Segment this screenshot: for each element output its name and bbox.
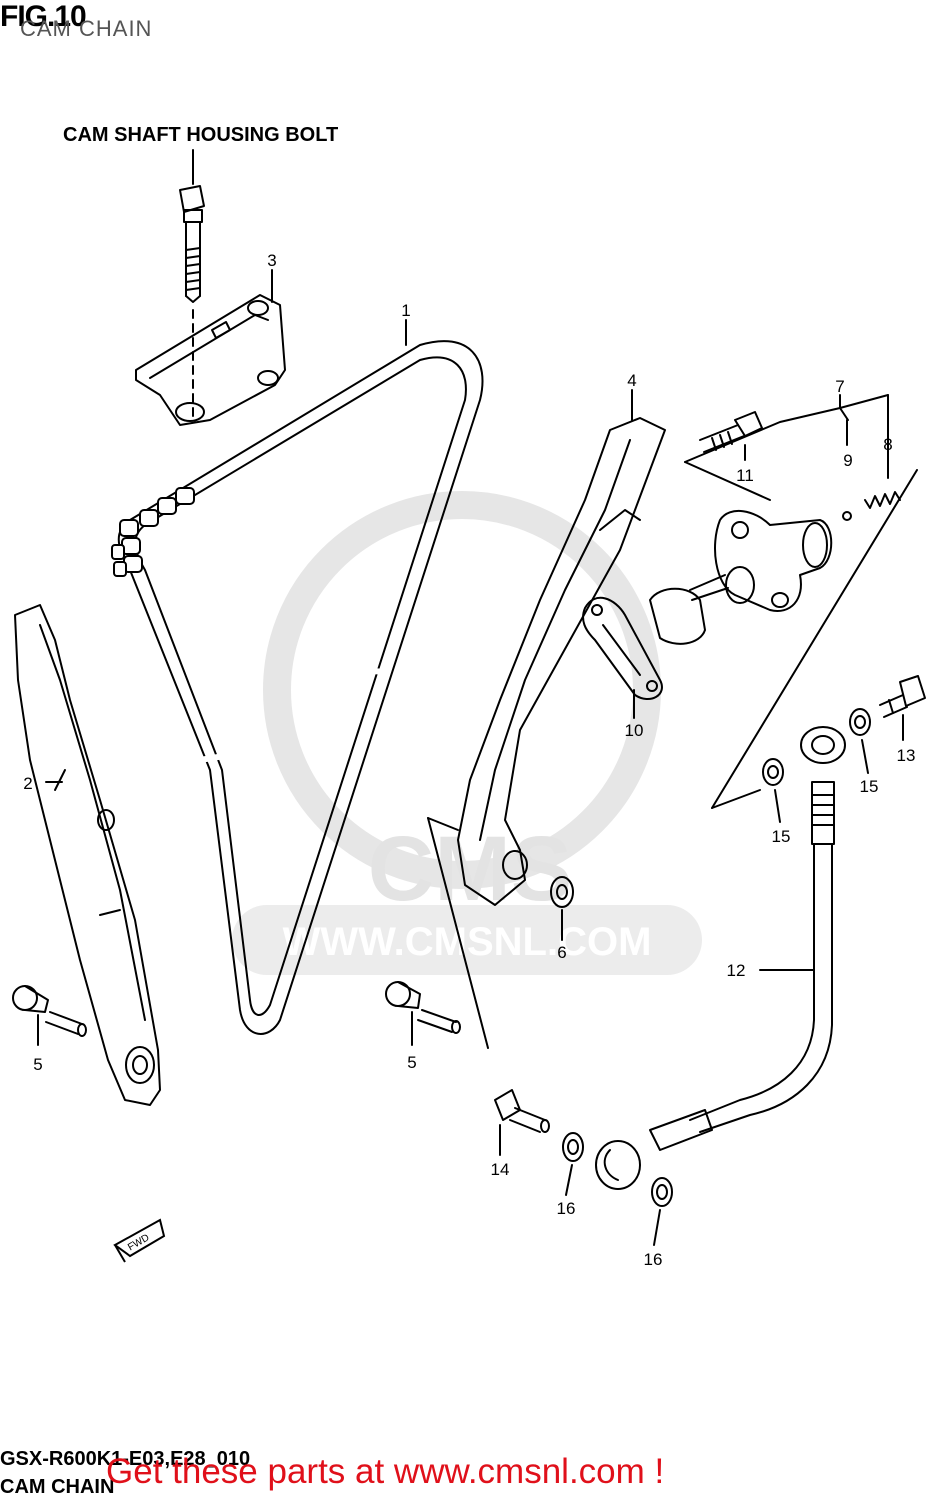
hose-bolt	[494, 1089, 550, 1133]
leader-15a	[861, 739, 869, 774]
part-label-16b: 16	[644, 1250, 663, 1269]
figure-subtitle: CAM CHAIN	[20, 16, 153, 41]
assembly-line-tensioner-right	[711, 469, 918, 809]
part-label-1: 1	[401, 301, 410, 320]
part-label-7: 7	[835, 377, 844, 396]
tensioner-ball	[842, 419, 852, 521]
hose-gasket-upper	[562, 1132, 584, 1162]
guide-washer	[550, 876, 574, 908]
part-label-2: 2	[23, 774, 32, 793]
watermark-ring	[263, 491, 661, 889]
model-code: GSX-R600K1-E03,E28_010	[0, 1448, 251, 1470]
part-label-15a: 15	[860, 777, 879, 796]
cam-chain-guide-bracket	[135, 294, 286, 426]
hose-gasket-lower	[651, 1177, 673, 1207]
assembly-line-tensioner-bottom	[711, 789, 761, 809]
leader-16b	[653, 1209, 661, 1246]
part-label-11: 11	[736, 466, 754, 485]
parts-diagram: CMS WWW.CMSNL.COM	[12, 124, 926, 1269]
assembly-line-tensioner-guide	[427, 817, 489, 1049]
watermark-url-band	[232, 905, 702, 975]
part-label-10: 10	[625, 721, 644, 740]
part-label-3: 3	[267, 251, 276, 270]
part-label-4: 4	[627, 371, 636, 390]
gasket-lower	[762, 758, 784, 786]
part-label-5a: 5	[33, 1055, 42, 1074]
part-label-13: 13	[897, 746, 916, 765]
part-number-labels: 1 2 3 4 5 5 6 7 8 9 10 11 12 13 14 15 15…	[23, 251, 915, 1269]
cam-chain-tensioner-guide	[457, 417, 666, 906]
section-name: CAM CHAIN	[0, 1476, 115, 1498]
part-label-16a: 16	[557, 1199, 576, 1218]
camshaft-housing-bolt	[179, 149, 205, 421]
forward-arrow: FWD	[113, 1218, 166, 1263]
part-label-5b: 5	[407, 1053, 416, 1072]
tensioner-spring	[864, 394, 901, 509]
part-label-12: 12	[727, 961, 746, 980]
guide-bolt-left	[12, 985, 87, 1037]
watermark: CMS WWW.CMSNL.COM	[232, 491, 702, 975]
part-label-15b: 15	[772, 827, 791, 846]
cam-chain-tensioner-adjuster	[649, 509, 833, 645]
figure-number: FIG.10	[0, 0, 87, 33]
watermark-url: WWW.CMSNL.COM	[283, 920, 652, 964]
callout-heading: CAM SHAFT HOUSING BOLT	[63, 124, 338, 146]
union-bolt	[879, 675, 926, 718]
watermark-brand: CMS	[368, 818, 572, 920]
part-label-9: 9	[843, 451, 852, 470]
cam-chain-guide	[14, 604, 161, 1106]
chain-links	[111, 487, 195, 577]
leader-15b	[774, 789, 781, 823]
guide-bolt-right	[385, 981, 461, 1034]
cam-chain	[111, 340, 484, 1035]
assembly-line-tensioner-guide-top	[427, 817, 459, 831]
gasket-upper	[849, 708, 871, 736]
oil-hose	[595, 726, 846, 1190]
tensioner-gasket	[582, 596, 663, 700]
tensioner-bolt	[699, 411, 763, 453]
leader-16a	[565, 1164, 573, 1196]
part-label-6: 6	[557, 943, 566, 962]
promo-link[interactable]: Get these parts at www.cmsnl.com !	[106, 1452, 665, 1491]
part-label-8: 8	[883, 435, 892, 454]
tensioner-outline	[684, 394, 889, 501]
part-label-14: 14	[491, 1160, 510, 1179]
